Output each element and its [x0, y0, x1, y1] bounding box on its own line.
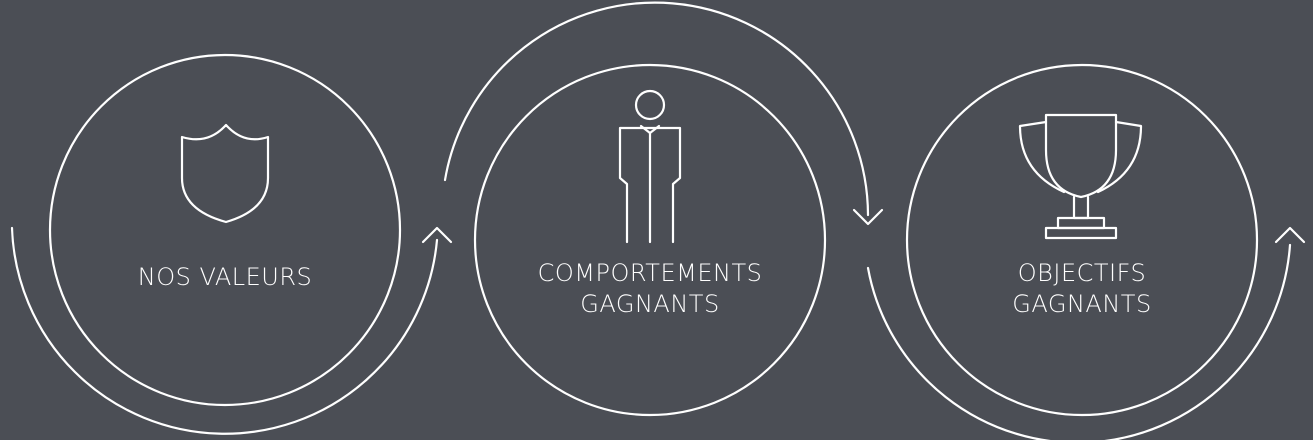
shield-icon [180, 123, 270, 224]
step-3-label-line-1: OBJECTIFS [1017, 259, 1147, 287]
step-3-arrow-up-icon [1274, 226, 1306, 244]
step-3-group [866, 63, 1306, 440]
step-1-label: NOS VALEURS [138, 262, 313, 293]
step-2-label-line-2: GAGNANTS [580, 290, 720, 318]
step-2-label: COMPORTEMENTS GAGNANTS [538, 258, 763, 320]
step-3-label: OBJECTIFS GAGNANTS [1012, 258, 1151, 320]
step-2-label-line-1: COMPORTEMENTS [537, 259, 763, 287]
trophy-icon [1018, 113, 1143, 240]
step-3-cycle-arc [866, 243, 1292, 440]
step-1-label-line-1: NOS VALEURS [137, 263, 313, 291]
step-2-group [443, 1, 884, 417]
step-2-arrow-down-icon [852, 208, 884, 226]
step-1-cycle-arc [10, 226, 439, 435]
step-3-circle [905, 63, 1259, 417]
step-1-group [10, 53, 453, 435]
step-2-circle [473, 63, 827, 417]
step-1-arrow-up-icon [421, 226, 453, 244]
step-1-circle [48, 53, 402, 407]
person-icon [618, 89, 682, 244]
step-2-cycle-arc [443, 1, 870, 217]
step-3-label-line-2: GAGNANTS [1012, 290, 1152, 318]
